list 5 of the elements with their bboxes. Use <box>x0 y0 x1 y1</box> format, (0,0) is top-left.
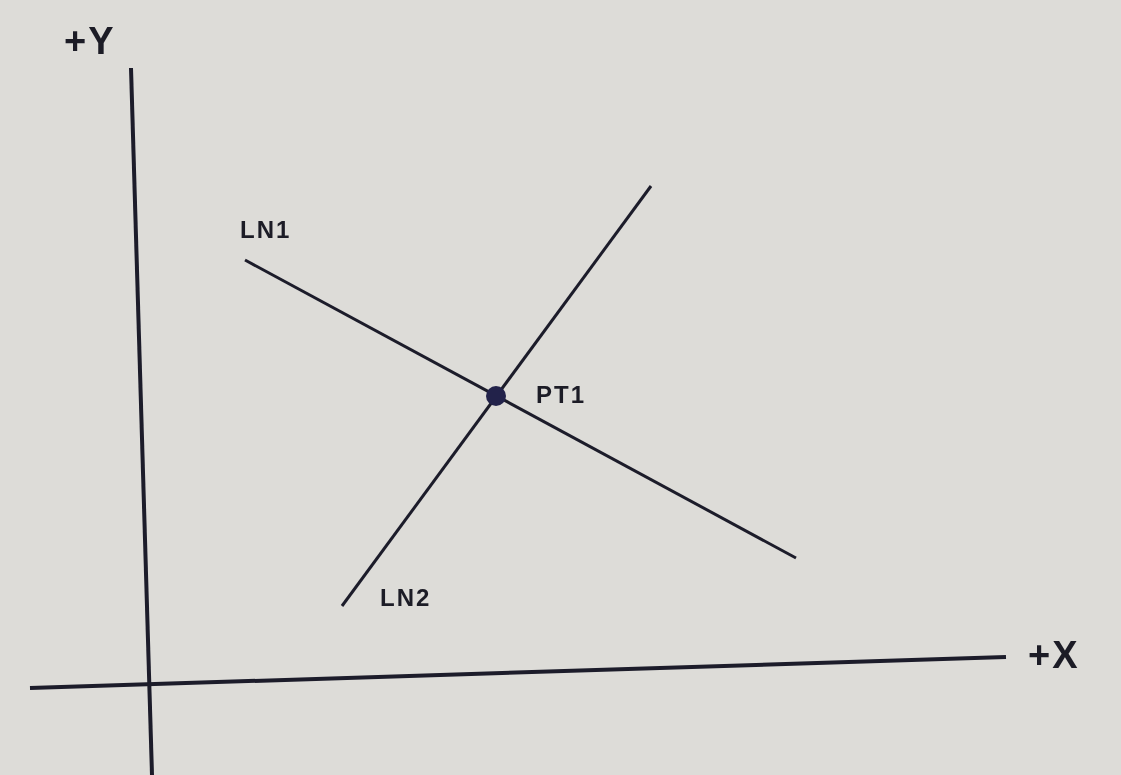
axis-label: +Y <box>64 22 116 60</box>
line-label: LN1 <box>240 218 292 242</box>
axis-label: +X <box>1028 636 1080 674</box>
point-label: PT1 <box>536 383 586 407</box>
line-label: LN2 <box>380 586 432 610</box>
